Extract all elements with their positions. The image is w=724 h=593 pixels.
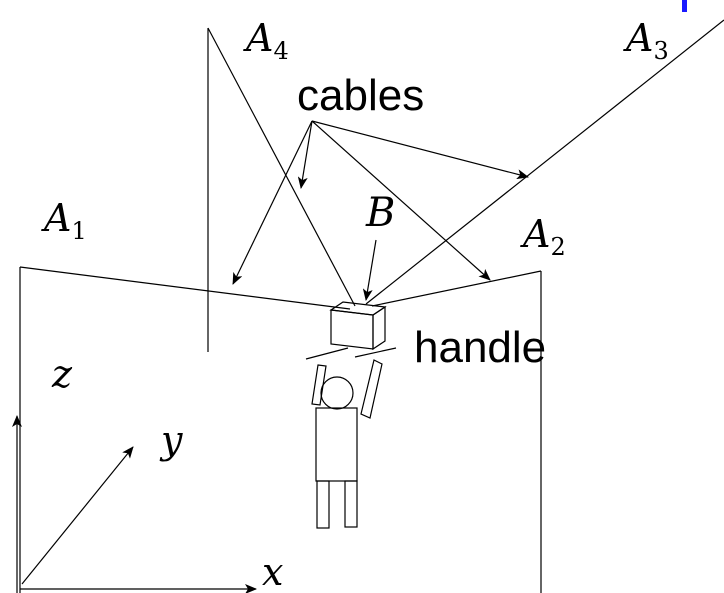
label-y-axis: y [159, 418, 183, 462]
pointer-arrow-3 [311, 120, 529, 180]
cable-a2 [371, 270, 542, 307]
person-right-arm [360, 359, 383, 419]
blue-mark [682, 0, 687, 12]
pointer-arrow-2 [297, 120, 313, 189]
label-x-axis: x [262, 550, 283, 593]
label-a1: A1 [41, 196, 87, 245]
pointer-arrow-b [362, 239, 377, 301]
cable-a1 [19, 266, 351, 310]
cable-a4 [207, 27, 356, 307]
person-left-arm [311, 364, 327, 406]
person-figure [311, 359, 383, 529]
handle-box-front [330, 309, 374, 350]
cable-a3 [365, 19, 724, 305]
pointer-arrow-1 [232, 120, 313, 285]
person-head [320, 376, 354, 410]
person-left-leg [316, 480, 330, 529]
label-cables: cables [297, 71, 424, 120]
pointer-arrow-4 [311, 120, 491, 281]
label-a2: A2 [520, 212, 566, 261]
label-z-axis: z [51, 352, 73, 396]
handle-bar-right [354, 347, 397, 358]
label-handle: handle [414, 323, 546, 372]
person-right-leg [344, 480, 358, 528]
label-a3: A3 [623, 16, 669, 65]
person-body [315, 407, 358, 482]
y-axis [21, 446, 134, 585]
label-b: B [365, 190, 395, 236]
handle-bar-left [305, 347, 349, 360]
label-a4: A4 [243, 16, 289, 65]
handle-box-side [372, 305, 386, 351]
